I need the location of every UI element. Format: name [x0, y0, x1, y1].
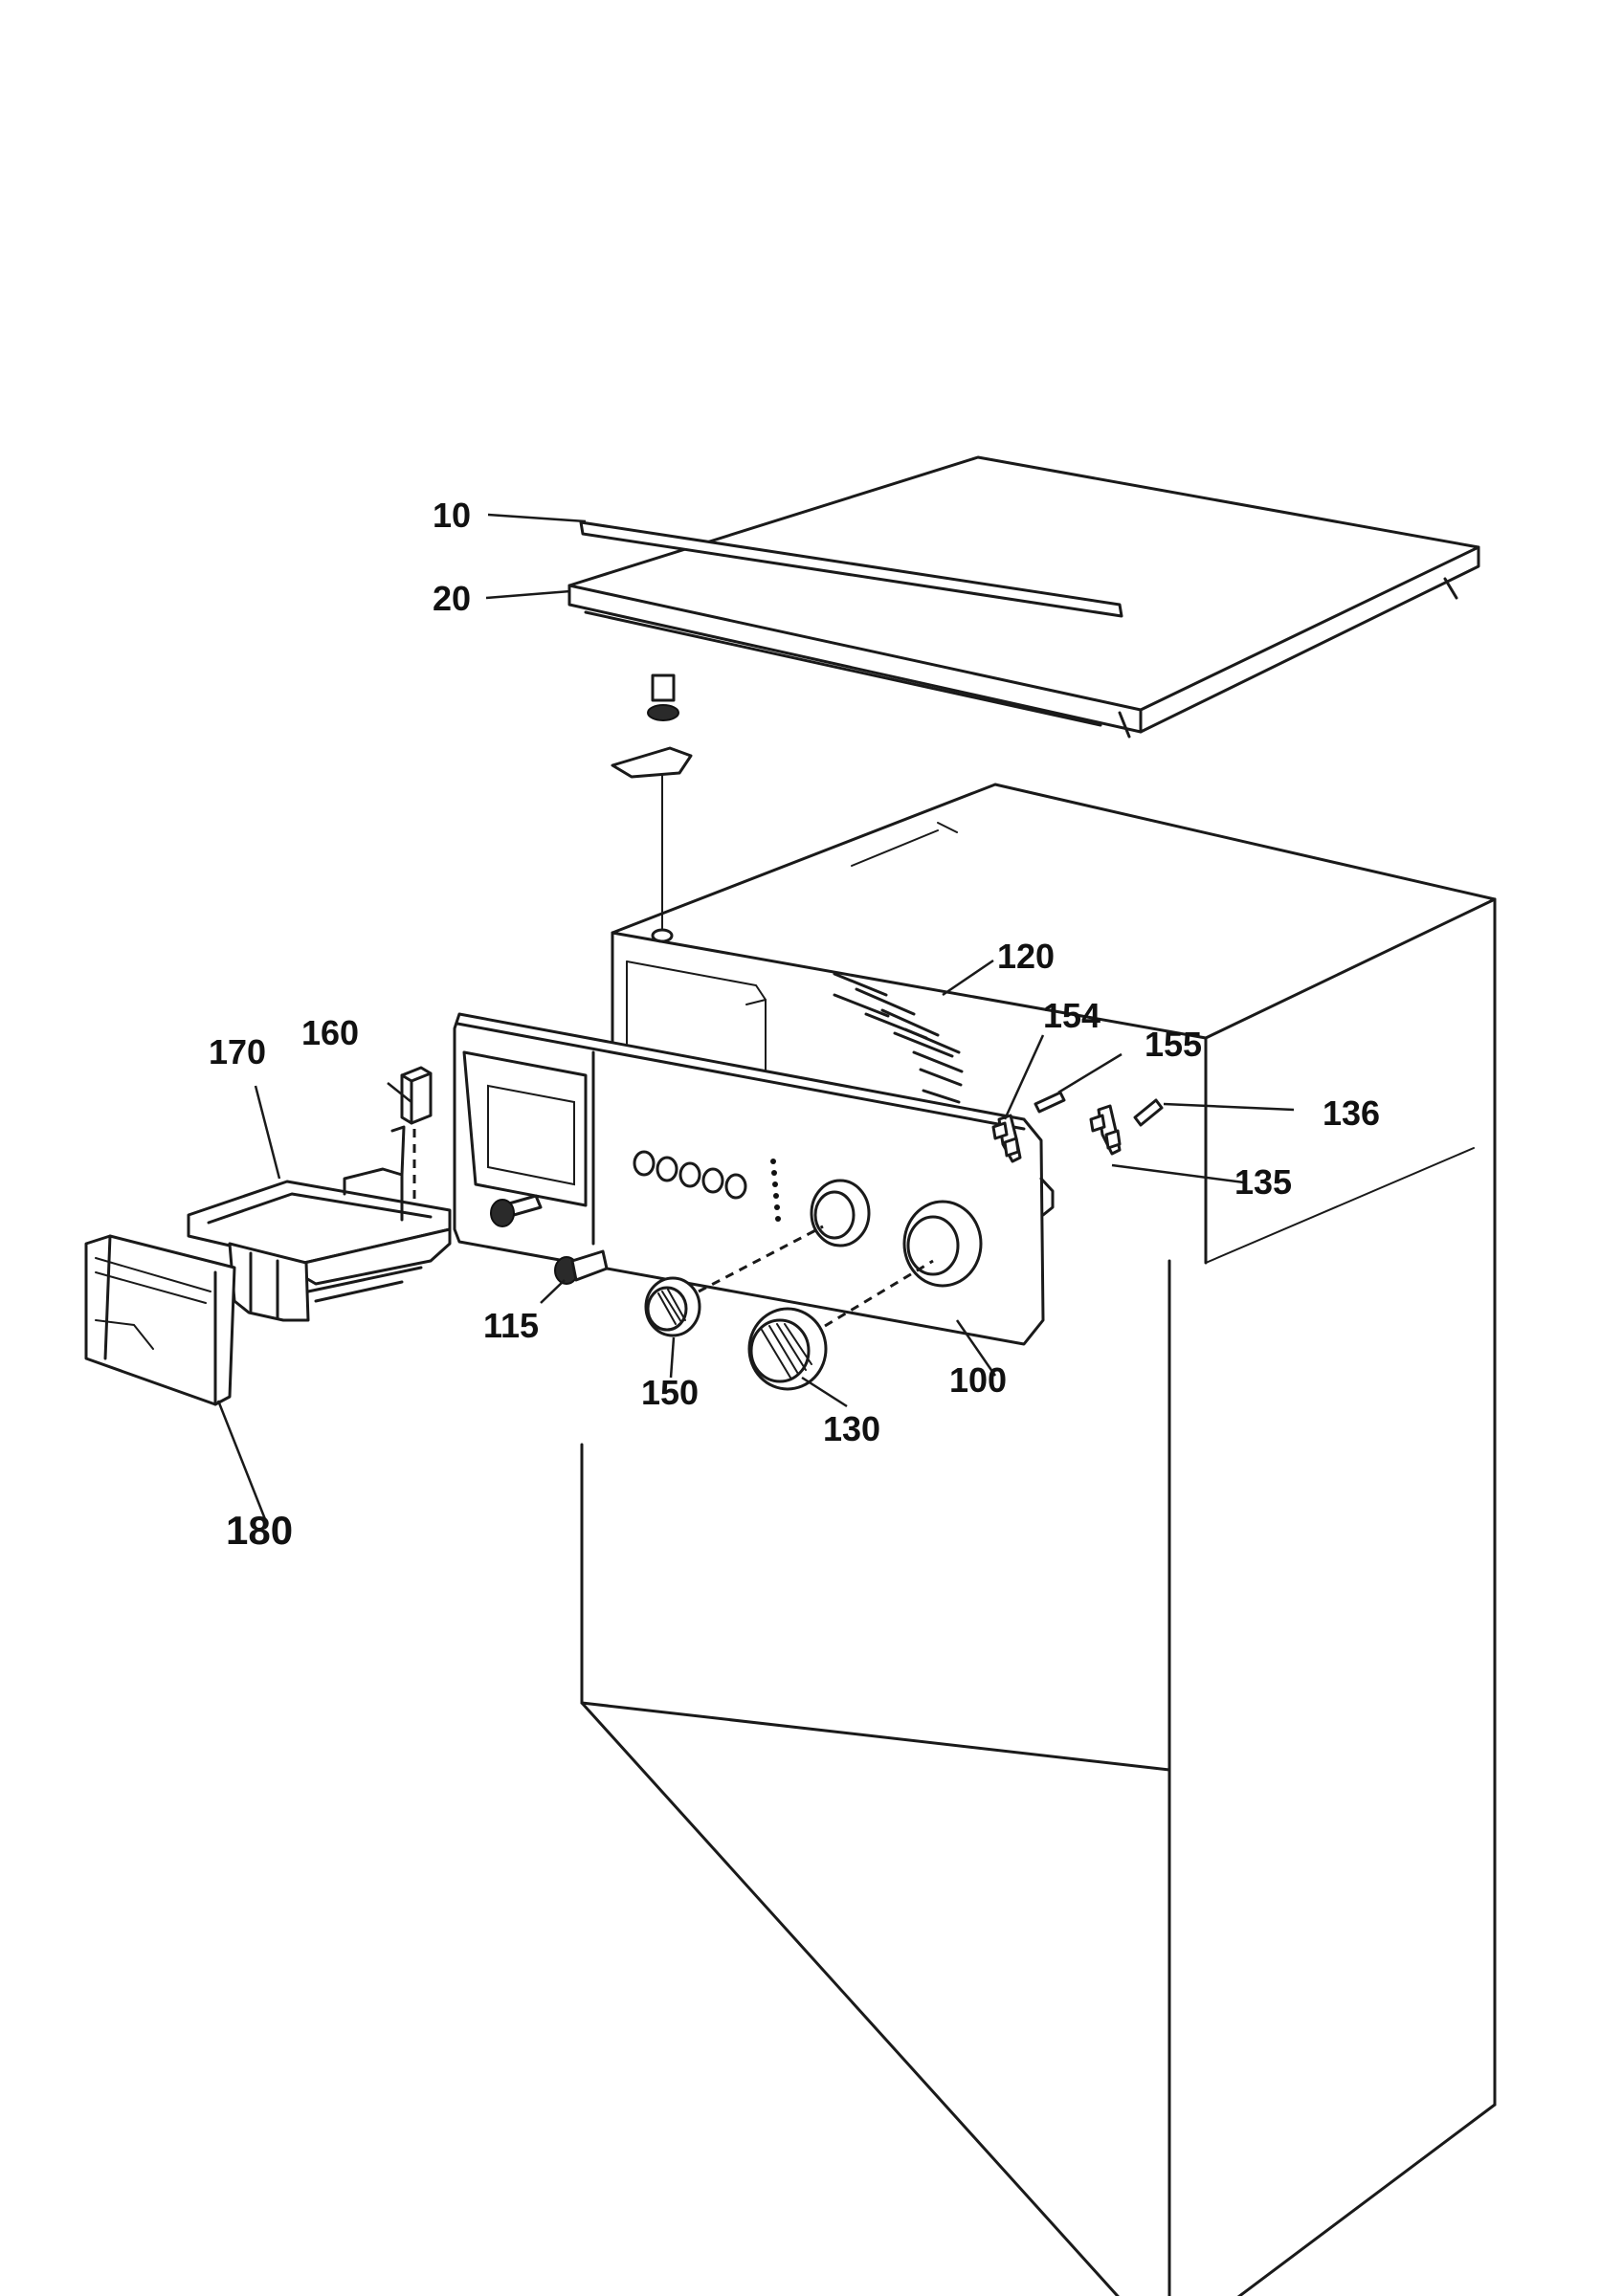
pin-115 [554, 1249, 609, 1285]
part-labels: 10 20 100 115 120 130 135 136 150 154 15… [209, 496, 1380, 1553]
cabinet-body [580, 783, 1497, 2296]
top-rail [579, 520, 1123, 618]
label-100: 100 [949, 1360, 1007, 1400]
label-120: 120 [997, 937, 1055, 976]
hose-136 [1133, 1098, 1164, 1127]
knob-130 [747, 1259, 934, 1391]
spigot-154 [991, 1114, 1022, 1163]
label-135: 135 [1234, 1162, 1292, 1202]
label-115: 115 [483, 1306, 539, 1345]
dispenser-housing-170 [187, 1125, 452, 1322]
label-136: 136 [1323, 1093, 1380, 1133]
label-154: 154 [1043, 996, 1101, 1035]
top-lid [567, 455, 1480, 739]
drawer-front-180 [84, 1234, 236, 1406]
label-10: 10 [433, 496, 471, 535]
label-150: 150 [641, 1373, 699, 1412]
label-160: 160 [301, 1013, 359, 1052]
hinge-bracket [611, 673, 693, 943]
hose-155 [1034, 1091, 1066, 1114]
leader-lines [216, 513, 1295, 1520]
label-180: 180 [226, 1508, 293, 1553]
ventilation-slots [833, 972, 964, 1104]
knob-150 [644, 1225, 824, 1337]
label-155: 155 [1145, 1025, 1202, 1064]
label-170: 170 [209, 1032, 266, 1071]
label-130: 130 [823, 1409, 880, 1448]
control-panel [453, 1012, 1055, 1346]
spigot-135 [1089, 1104, 1122, 1156]
label-20: 20 [433, 579, 471, 618]
microswitch-160 [400, 1066, 433, 1203]
